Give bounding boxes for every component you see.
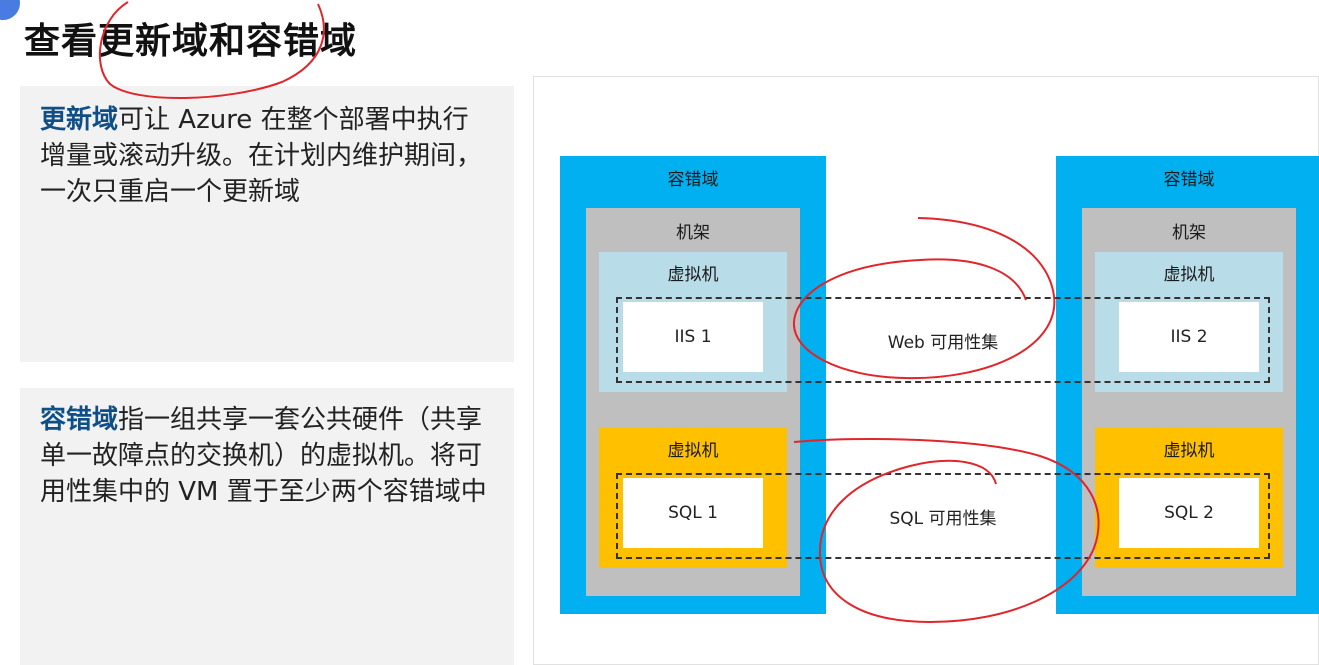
- corner-indicator: [0, 0, 20, 20]
- node-iis-1: IIS 1: [623, 302, 763, 372]
- vm-sql-2: 虚拟机 SQL 2: [1095, 428, 1283, 568]
- fault-domain-2: 容错域 机架 虚拟机 IIS 2 虚拟机 SQL 2: [1056, 156, 1319, 614]
- node-sql-1: SQL 1: [623, 478, 763, 548]
- update-domain-text: 可让 Azure 在整个部署中执行增量或滚动升级。在计划内维护期间，一次只重启一…: [40, 105, 483, 207]
- availability-diagram: 容错域 机架 虚拟机 IIS 1 虚拟机 SQL 1 容错域 机架 虚拟机 II…: [533, 76, 1319, 665]
- vm-web-1: 虚拟机 IIS 1: [599, 252, 787, 392]
- sql-availability-set-label: SQL 可用性集: [889, 509, 997, 529]
- vm-sql-1: 虚拟机 SQL 1: [599, 428, 787, 568]
- fault-domain-label: 容错域: [1163, 170, 1215, 190]
- page-title: 查看更新域和容错域: [24, 21, 358, 62]
- fault-domain-label: 容错域: [667, 170, 719, 190]
- node-iis-2: IIS 2: [1119, 302, 1259, 372]
- rack-2: 机架 虚拟机 IIS 2 虚拟机 SQL 2: [1082, 208, 1296, 596]
- rack-label: 机架: [1172, 223, 1206, 243]
- vm-label: 虚拟机: [667, 441, 719, 461]
- fault-domain-1: 容错域 机架 虚拟机 IIS 1 虚拟机 SQL 1: [560, 156, 826, 614]
- update-domain-term: 更新域: [40, 105, 119, 135]
- fault-domain-text: 指一组共享一套公共硬件（共享单一故障点的交换机）的虚拟机。将可用性集中的 VM …: [40, 405, 487, 507]
- fault-domain-term: 容错域: [40, 405, 119, 435]
- rack-1: 机架 虚拟机 IIS 1 虚拟机 SQL 1: [586, 208, 800, 596]
- vm-label: 虚拟机: [1163, 265, 1215, 285]
- web-availability-set-label: Web 可用性集: [887, 333, 999, 353]
- node-sql-2: SQL 2: [1119, 478, 1259, 548]
- rack-label: 机架: [676, 223, 710, 243]
- vm-web-2: 虚拟机 IIS 2: [1095, 252, 1283, 392]
- vm-label: 虚拟机: [1163, 441, 1215, 461]
- sql-availability-set: SQL 可用性集: [616, 473, 1270, 559]
- fault-domain-panel: 容错域指一组共享一套公共硬件（共享单一故障点的交换机）的虚拟机。将可用性集中的 …: [20, 388, 514, 665]
- web-availability-set: Web 可用性集: [616, 297, 1270, 383]
- update-domain-panel: 更新域可让 Azure 在整个部署中执行增量或滚动升级。在计划内维护期间，一次只…: [20, 86, 514, 362]
- vm-label: 虚拟机: [667, 265, 719, 285]
